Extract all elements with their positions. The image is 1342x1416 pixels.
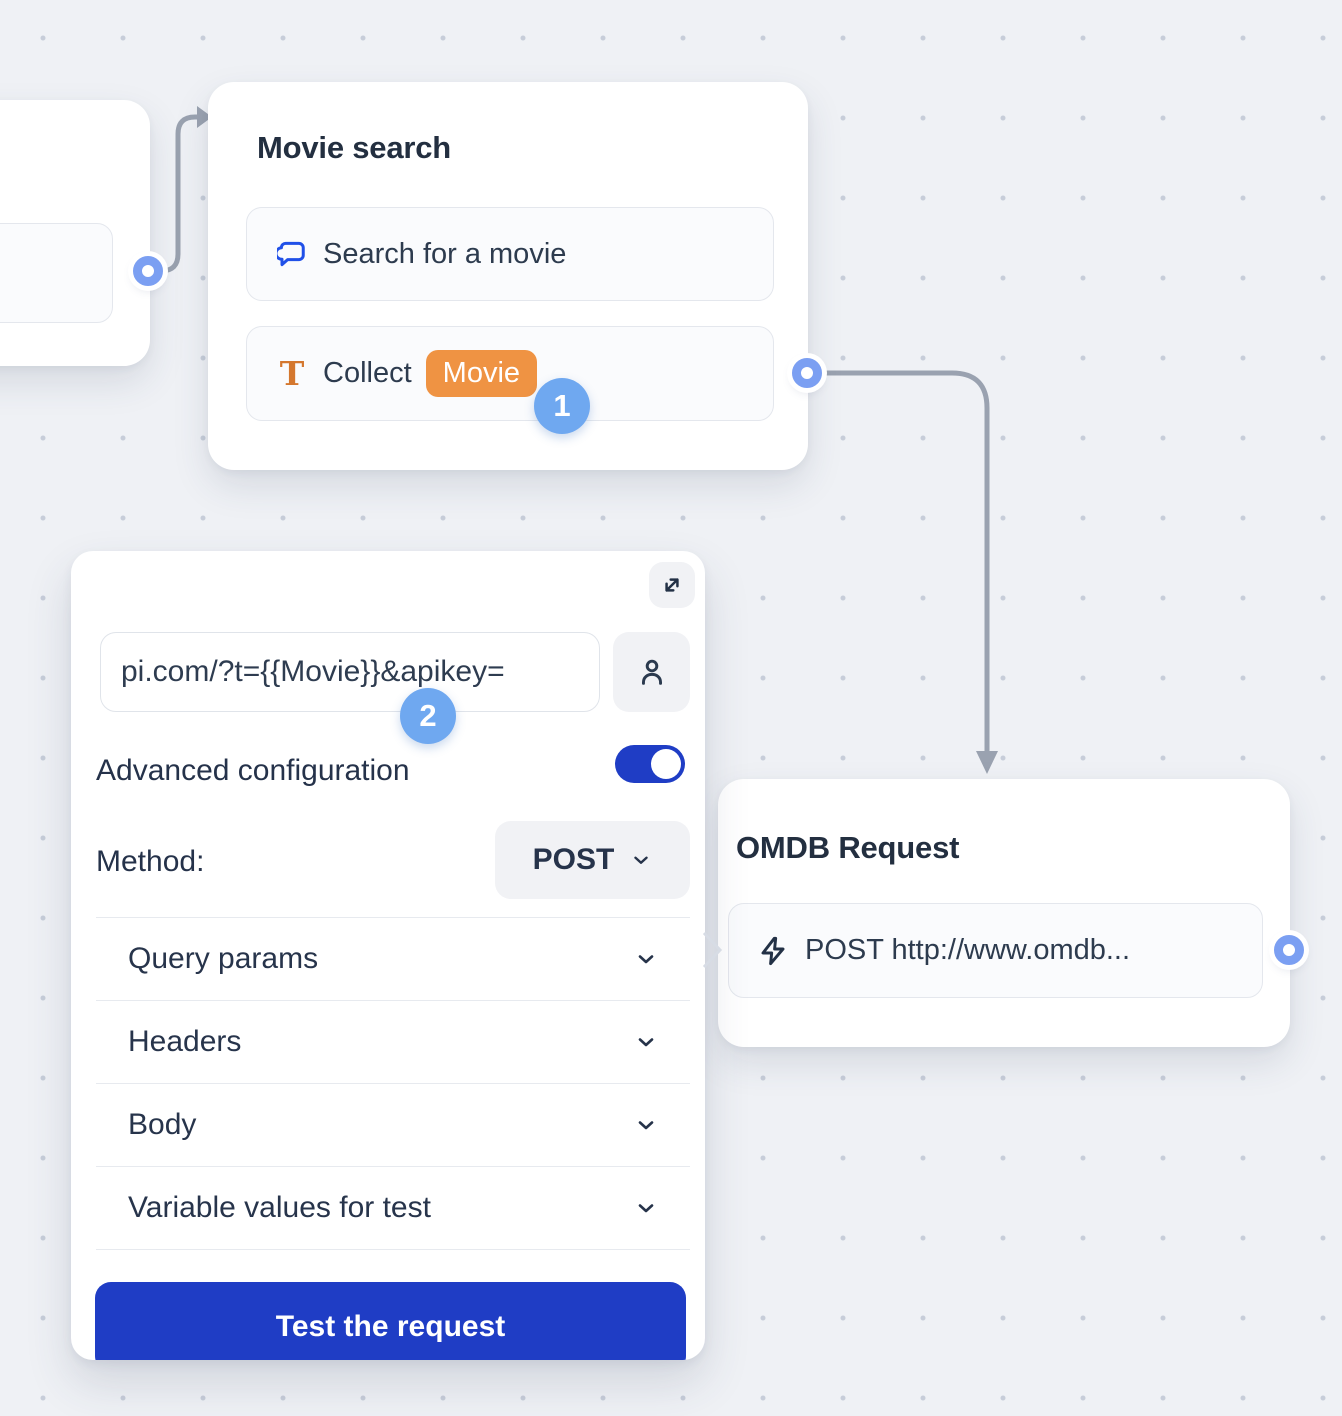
method-value: POST [532,843,615,876]
node-movie-search[interactable]: Movie search Search for a movie T Collec… [208,82,808,470]
section-variable-values-for-test[interactable]: Variable values for test [96,1166,690,1249]
test-request-button[interactable]: Test the request [95,1282,686,1360]
chevron-down-icon[interactable] [634,1113,658,1137]
node-item-label: Search for a movie [323,237,567,270]
toggle-knob [651,749,681,779]
expand-icon [665,578,679,592]
insert-variable-button[interactable] [613,632,690,712]
node-omdb-request[interactable]: OMDB Request POST http://www.omdb... [718,779,1290,1047]
node-title-movie-search: Movie search [257,130,452,165]
node-title-omdb-request: OMDB Request [736,830,960,865]
node-item-post-request[interactable]: POST http://www.omdb... [728,903,1263,998]
node-partial-row[interactable] [0,223,113,323]
expand-button[interactable] [649,562,695,608]
text-input-icon: T [279,353,305,393]
node-item-label: POST http://www.omdb... [805,934,1131,966]
person-icon [641,659,662,685]
step-badge-1: 1 [534,378,590,434]
chevron-down-icon[interactable] [634,947,658,971]
advanced-configuration-label: Advanced configuration [96,754,410,787]
chevron-down-icon[interactable] [634,1030,658,1054]
output-port-movie-search[interactable] [792,358,822,388]
step-badge-2: 2 [400,688,456,744]
node-item-label: Collect [323,357,412,389]
method-label: Method: [96,845,205,878]
accordion-sections: Query params Headers Body Variable value… [96,917,690,1250]
connector-movie-search-to-omdb [804,370,990,756]
method-dropdown[interactable]: POST [495,821,690,899]
output-port-omdb-request[interactable] [1274,935,1304,965]
arrowhead-down-icon [976,751,998,774]
url-input-value: pi.com/?t={{Movie}}&apikey= [121,655,505,688]
url-input[interactable]: pi.com/?t={{Movie}}&apikey= [100,632,600,712]
output-port-partial-node[interactable] [133,256,163,286]
variable-badge-movie[interactable]: Movie [425,350,538,397]
node-partial[interactable] [0,100,150,366]
connector-partial-to-movie-search [147,114,200,274]
advanced-configuration-toggle[interactable] [615,745,685,783]
node-item-search-for-a-movie[interactable]: Search for a movie [246,207,774,301]
chevron-down-icon[interactable] [634,1196,658,1220]
section-query-params[interactable]: Query params [96,917,690,1000]
section-headers[interactable]: Headers [96,1000,690,1083]
lightning-icon [761,936,785,965]
chat-bubble-icon [277,241,305,267]
chevron-down-icon [634,856,649,864]
webhook-config-panel[interactable]: pi.com/?t={{Movie}}&apikey= 2 Advanced c… [71,551,705,1360]
section-body[interactable]: Body [96,1083,690,1166]
node-item-collect-movie[interactable]: T Collect Movie [246,326,774,421]
